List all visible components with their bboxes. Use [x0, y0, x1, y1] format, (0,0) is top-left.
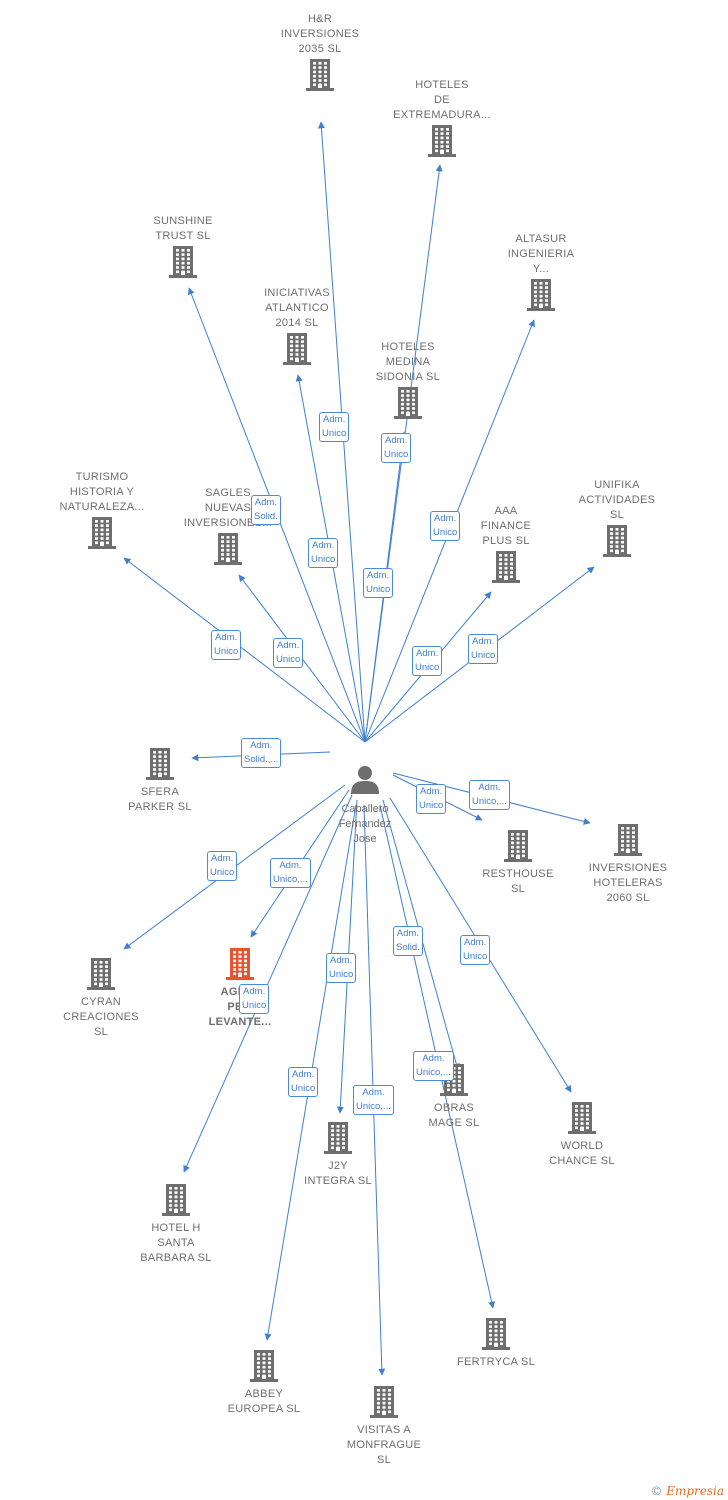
company-node-inv[interactable]: INVERSIONES HOTELERAS 2060 SL	[573, 822, 683, 906]
company-label: VISITAS A MONFRAGUE SL	[346, 1424, 422, 1466]
role-label-inv[interactable]: Adm. Unico,...	[469, 780, 510, 810]
building-icon	[482, 1318, 510, 1350]
company-node-uni[interactable]: UNIFIKA ACTIVIDADES SL	[562, 478, 672, 562]
company-node-fer[interactable]: FERTRYCA SL	[441, 1316, 551, 1370]
building-icon	[370, 1386, 398, 1418]
company-node-tur[interactable]: TURISMO HISTORIA Y NATURALEZA...	[47, 470, 157, 554]
role-label-hext[interactable]: Adm. Unico	[363, 568, 394, 598]
role-label-fer[interactable]: Adm. Unico,...	[413, 1051, 454, 1081]
company-node-j2y[interactable]: J2Y INTEGRA SL	[283, 1120, 393, 1189]
company-node-hhs[interactable]: HOTEL H SANTA BARBARA SL	[121, 1182, 231, 1266]
company-node-abb[interactable]: ABBEY EUROPEA SL	[209, 1348, 319, 1417]
role-label-agr[interactable]: Adm. Unico,...	[270, 858, 311, 888]
building-icon	[226, 948, 254, 980]
company-label: SFERA PARKER SL	[128, 786, 192, 813]
company-label: ALTASUR INGENIERIA Y...	[507, 233, 575, 275]
company-node-sun[interactable]: SUNSHINE TRUST SL	[128, 214, 238, 283]
center-person-label: Caballero Fernandez Jose	[338, 803, 392, 845]
building-icon	[394, 387, 422, 419]
edge-tur	[123, 557, 366, 743]
role-label-obr[interactable]: Adm. Solid.	[393, 926, 423, 956]
company-label: INVERSIONES HOTELERAS 2060 SL	[588, 862, 668, 904]
building-icon	[614, 824, 642, 856]
company-label: FERTRYCA SL	[456, 1356, 536, 1368]
company-node-hext[interactable]: HOTELES DE EXTREMADURA...	[387, 78, 497, 162]
company-label: TURISMO HISTORIA Y NATURALEZA...	[59, 471, 145, 513]
building-icon	[214, 533, 242, 565]
role-label-uni[interactable]: Adm. Unico	[468, 634, 499, 664]
role-label-cyr[interactable]: Adm. Unico	[207, 851, 238, 881]
company-node-hr[interactable]: H&R INVERSIONES 2035 SL	[265, 12, 375, 96]
company-label: ABBEY EUROPEA SL	[227, 1388, 301, 1415]
building-icon	[568, 1102, 596, 1134]
role-label-ini[interactable]: Adm. Unico	[308, 538, 339, 568]
building-icon	[603, 525, 631, 557]
company-node-wch[interactable]: WORLD CHANCE SL	[527, 1100, 637, 1169]
copyright-symbol: ©	[650, 1484, 663, 1498]
role-label-alt[interactable]: Adm. Unico	[430, 511, 461, 541]
company-node-vis[interactable]: VISITAS A MONFRAGUE SL	[329, 1384, 439, 1468]
company-label: HOTEL H SANTA BARBARA SL	[140, 1222, 212, 1264]
building-icon	[527, 279, 555, 311]
company-label: RESTHOUSE SL	[482, 868, 554, 895]
person-icon	[351, 766, 379, 794]
role-label-hr[interactable]: Adm. Unico	[319, 412, 350, 442]
role-label-vis[interactable]: Adm. Unico,...	[353, 1085, 394, 1115]
company-node-sag[interactable]: SAGLES NUEVAS INVERSIONES...	[173, 486, 283, 570]
company-label: INICIATIVAS ATLANTICO 2014 SL	[264, 287, 330, 329]
company-node-alt[interactable]: ALTASUR INGENIERIA Y...	[486, 232, 596, 316]
center-person-node[interactable]: Caballero Fernandez Jose	[320, 748, 410, 862]
company-label: H&R INVERSIONES 2035 SL	[280, 13, 360, 55]
company-node-res[interactable]: RESTHOUSE SL	[463, 828, 573, 897]
building-icon	[504, 830, 532, 862]
role-label-tur[interactable]: Adm. Unico	[211, 630, 242, 660]
company-label: CYRAN CREACIONES SL	[63, 996, 139, 1038]
role-label-res[interactable]: Adm. Unico	[416, 784, 447, 814]
company-node-cyr[interactable]: CYRAN CREACIONES SL	[46, 956, 156, 1040]
company-label: WORLD CHANCE SL	[549, 1140, 615, 1167]
company-node-sfe[interactable]: SFERA PARKER SL	[105, 746, 215, 815]
building-icon	[324, 1122, 352, 1154]
footer-brand: © Empresia	[650, 1484, 724, 1498]
role-label-sag[interactable]: Adm. Unico	[273, 638, 304, 668]
building-icon	[162, 1184, 190, 1216]
building-icon	[283, 333, 311, 365]
edge-hhs	[183, 794, 353, 1173]
company-label: J2Y INTEGRA SL	[304, 1160, 372, 1187]
building-icon	[88, 517, 116, 549]
brand-logo: Empresia	[666, 1484, 724, 1498]
role-label-hmed[interactable]: Adm. Unico	[381, 433, 412, 463]
company-node-ini[interactable]: INICIATIVAS ATLANTICO 2014 SL	[242, 286, 352, 370]
building-icon	[146, 748, 174, 780]
role-label-sun[interactable]: Adm. Solid.	[251, 495, 281, 525]
company-label: OBRAS MAGE SL	[428, 1102, 480, 1129]
company-node-hmed[interactable]: HOTELES MEDINA SIDONIA SL	[353, 340, 463, 424]
company-label: AAA FINANCE PLUS SL	[480, 505, 532, 547]
role-label-abb[interactable]: Adm. Unico	[288, 1067, 319, 1097]
building-icon	[492, 551, 520, 583]
role-label-sfe[interactable]: Adm. Solid.,...	[241, 738, 282, 768]
company-node-aaa[interactable]: AAA FINANCE PLUS SL	[451, 504, 561, 588]
building-icon	[250, 1350, 278, 1382]
company-label: HOTELES MEDINA SIDONIA SL	[375, 341, 441, 383]
company-label: SUNSHINE TRUST SL	[153, 215, 213, 242]
building-icon	[306, 59, 334, 91]
role-label-wch[interactable]: Adm. Unico	[460, 935, 491, 965]
role-label-hhs[interactable]: Adm. Unico	[239, 984, 270, 1014]
building-icon	[87, 958, 115, 990]
company-label: UNIFIKA ACTIVIDADES SL	[578, 479, 656, 521]
company-label: HOTELES DE EXTREMADURA...	[393, 79, 491, 121]
role-label-aaa[interactable]: Adm. Unico	[412, 646, 443, 676]
building-icon	[428, 125, 456, 157]
role-label-j2y[interactable]: Adm. Unico	[326, 953, 357, 983]
company-label: SAGLES NUEVAS INVERSIONES...	[183, 487, 273, 529]
building-icon	[169, 246, 197, 278]
